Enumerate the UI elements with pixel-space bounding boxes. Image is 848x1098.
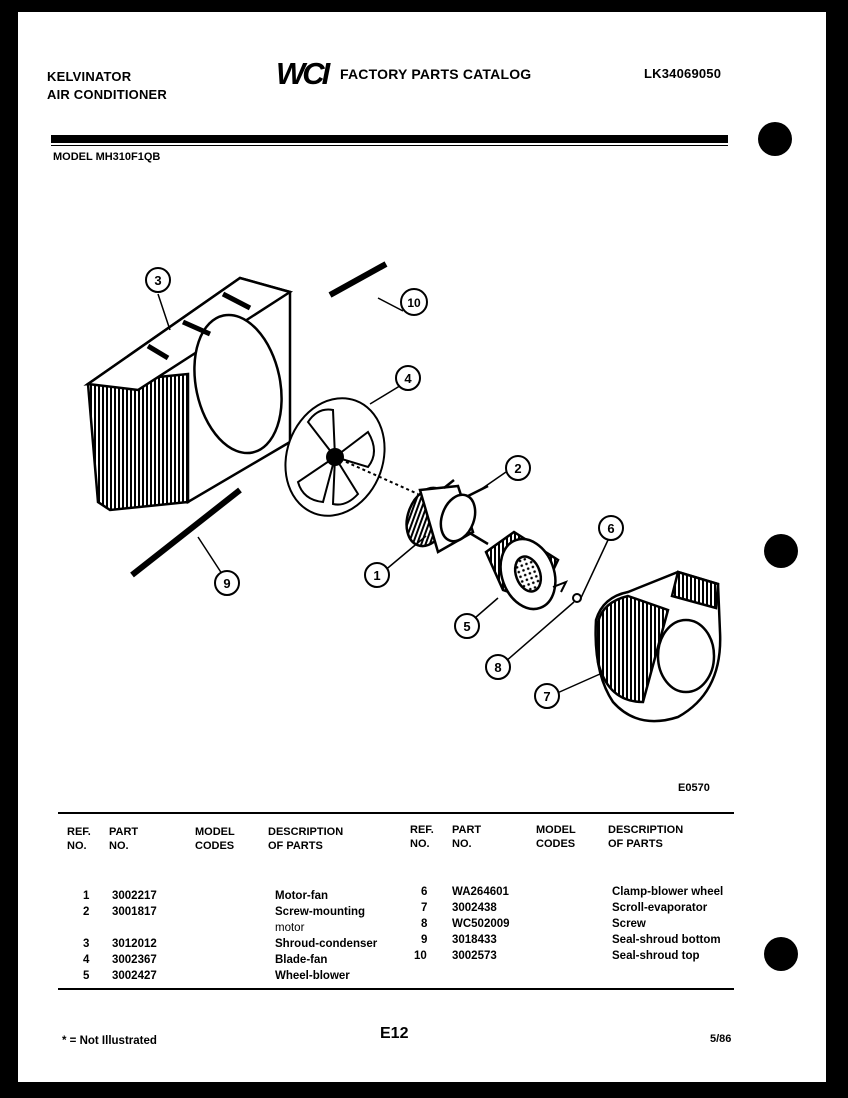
seal-shroud-bottom-part	[130, 487, 242, 578]
binder-hole-bottom	[764, 937, 798, 971]
callout-3: 3	[145, 267, 171, 293]
callout-7: 7	[534, 683, 560, 709]
header-rule-thin	[51, 145, 728, 146]
svg-text:7: 7	[543, 689, 550, 704]
svg-text:2: 2	[514, 461, 521, 476]
callout-5: 5	[454, 613, 480, 639]
callout-6: 6	[598, 515, 624, 541]
shroud-condenser-part	[83, 276, 294, 512]
col-header-ref-right: REF.NO.	[410, 824, 434, 850]
clamp-blower-wheel-part	[552, 580, 569, 593]
footer-note: * = Not Illustrated	[62, 1035, 157, 1047]
svg-text:8: 8	[494, 660, 501, 675]
screw-part	[572, 593, 582, 603]
table-top-rule	[58, 812, 734, 814]
binder-hole-middle	[764, 534, 798, 568]
wci-logo: WCI	[276, 56, 338, 91]
seal-shroud-top-part	[328, 261, 388, 298]
binder-hole-top	[758, 122, 792, 156]
catalog-page: KELVINATOR AIR CONDITIONER WCI FACTORY P…	[18, 12, 826, 1082]
table-bottom-rule	[58, 988, 734, 990]
catalog-title: FACTORY PARTS CATALOG	[340, 66, 532, 82]
footer-date: 5/86	[710, 1033, 732, 1045]
screw-mounting-part	[467, 484, 489, 498]
brand-line-2: AIR CONDITIONER	[47, 87, 167, 102]
logo-text: WCI	[276, 56, 332, 88]
callout-4: 4	[395, 365, 421, 391]
catalog-number: LK34069050	[644, 66, 722, 81]
callout-9: 9	[214, 570, 240, 596]
callout-2: 2	[505, 455, 531, 481]
svg-text:10: 10	[407, 296, 421, 310]
svg-text:6: 6	[607, 521, 614, 536]
header-rule-thick	[51, 135, 728, 143]
brand-line-1: KELVINATOR	[47, 69, 132, 84]
exploded-parts-diagram: 3 10 4 2 6 1 5 8 7 9	[83, 261, 722, 723]
model-label: MODEL MH310F1QB	[53, 151, 161, 163]
wheel-blower-part	[484, 530, 560, 611]
svg-text:4: 4	[404, 371, 412, 386]
scroll-evaporator-part	[594, 570, 722, 723]
svg-text:5: 5	[463, 619, 470, 634]
callout-8: 8	[485, 654, 511, 680]
col-header-ref-left: REF.NO.	[67, 826, 91, 852]
diagram-code: E0570	[678, 782, 710, 794]
svg-text:1: 1	[373, 568, 380, 583]
blade-fan-part	[284, 397, 419, 517]
callout-10: 10	[400, 288, 428, 316]
motor-fan-part	[405, 479, 489, 554]
callout-1: 1	[364, 562, 390, 588]
svg-text:3: 3	[154, 273, 161, 288]
svg-text:9: 9	[223, 576, 230, 591]
page-code: E12	[380, 1025, 409, 1042]
